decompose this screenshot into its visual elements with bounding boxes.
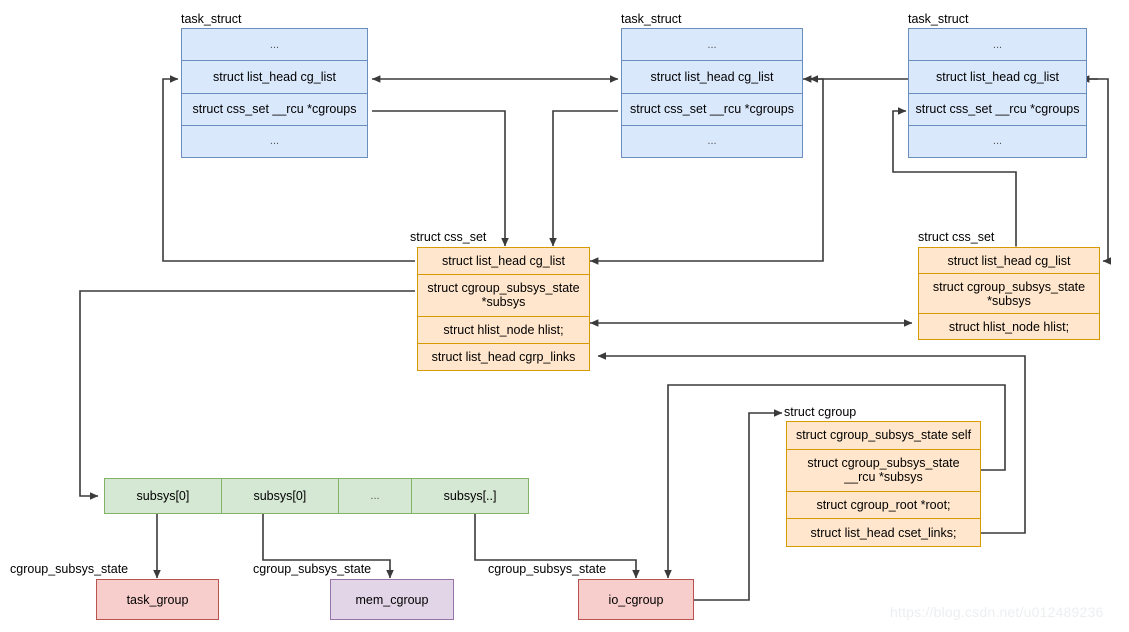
subsys-array: subsys[0] subsys[0] ... subsys[..] — [104, 478, 529, 514]
subsys-array-cell-2: ... — [337, 479, 411, 513]
css-set-1-row-subsys: struct cgroup_subsys_state *subsys — [418, 274, 589, 315]
task-struct-2-row-cgroups: struct css_set __rcu *cgroups — [622, 92, 802, 125]
task-struct-1-row-0: ... — [269, 38, 280, 51]
leaf-mem-cgroup-label: mem_cgroup — [355, 592, 429, 607]
leaf-task-group-label: task_group — [126, 592, 189, 607]
cgroup-struct: struct cgroup_subsys_state self struct c… — [786, 421, 981, 547]
subsys-array-cell-3: subsys[..] — [411, 479, 528, 513]
css-set-2-caption: struct css_set — [918, 230, 995, 244]
task-struct-2-caption: task_struct — [621, 12, 682, 26]
cgroup-caption: struct cgroup — [784, 405, 857, 419]
cgroup-row-root: struct cgroup_root *root; — [787, 490, 980, 519]
leaf-mem-cgroup: mem_cgroup — [330, 579, 454, 620]
task-struct-1-row-cg-list: struct list_head cg_list — [182, 60, 367, 92]
css-set-2: struct list_head cg_list struct cgroup_s… — [918, 247, 1100, 340]
css-set-1-row-cg-list: struct list_head cg_list — [442, 254, 565, 269]
cgroup-row-self: struct cgroup_subsys_state self — [795, 428, 972, 443]
task-struct-3-row-3: ... — [909, 124, 1086, 157]
task-struct-2: ... struct list_head cg_list struct css_… — [621, 28, 803, 158]
css-set-1-row-cgrp-links: struct list_head cgrp_links — [418, 342, 589, 370]
cgroup-row-subsys: struct cgroup_subsys_state __rcu *subsys — [787, 448, 980, 491]
cgroup-row-cset-links: struct list_head cset_links; — [787, 518, 980, 546]
leaf-task-group: task_group — [96, 579, 219, 620]
task-struct-1: ... struct list_head cg_list struct css_… — [181, 28, 368, 158]
css-set-1: struct list_head cg_list struct cgroup_s… — [417, 247, 590, 371]
edge-cssset1-subsys-to-subsys-array — [79, 290, 415, 500]
task-struct-1-row-cgroups: struct css_set __rcu *cgroups — [182, 92, 367, 125]
task-struct-2-row-3: ... — [622, 124, 802, 157]
task-struct-1-row-3: ... — [182, 124, 367, 157]
subsys-array-cell-1: subsys[0] — [220, 479, 338, 513]
css-set-2-row-hlist: struct hlist_node hlist; — [919, 313, 1099, 339]
leaf-io-cgroup: io_cgroup — [578, 579, 694, 620]
edge-task1-cgroups-to-cssset1 — [372, 110, 509, 247]
leaf-1-caption: cgroup_subsys_state — [10, 562, 129, 576]
task-struct-2-row-0: ... — [707, 38, 717, 51]
edge-task2-cgroups-to-cssset1 — [549, 110, 618, 247]
css-set-2-row-cg-list: struct list_head cg_list — [947, 253, 1071, 268]
css-set-2-row-subsys: struct cgroup_subsys_state *subsys — [919, 273, 1099, 313]
edge-iocgroup-to-cgroup — [694, 409, 783, 601]
task-struct-3: ... struct list_head cg_list struct css_… — [908, 28, 1087, 158]
task-struct-3-caption: task_struct — [908, 12, 969, 26]
leaf-2-caption: cgroup_subsys_state — [253, 562, 372, 576]
task-struct-3-row-cgroups: struct css_set __rcu *cgroups — [909, 92, 1086, 125]
leaf-io-cgroup-label: io_cgroup — [608, 592, 664, 607]
subsys-array-cell-0: subsys[0] — [136, 489, 190, 503]
leaf-3-caption: cgroup_subsys_state — [488, 562, 607, 576]
watermark: https://blog.csdn.net/u012489236 — [890, 604, 1104, 620]
task-struct-3-row-0: ... — [992, 38, 1003, 51]
task-struct-2-row-cg-list: struct list_head cg_list — [622, 60, 802, 92]
css-set-1-row-hlist: struct hlist_node hlist; — [418, 315, 589, 343]
task-struct-1-caption: task_struct — [181, 12, 242, 26]
task-struct-3-row-cg-list: struct list_head cg_list — [909, 60, 1086, 92]
css-set-1-caption: struct css_set — [410, 230, 487, 244]
